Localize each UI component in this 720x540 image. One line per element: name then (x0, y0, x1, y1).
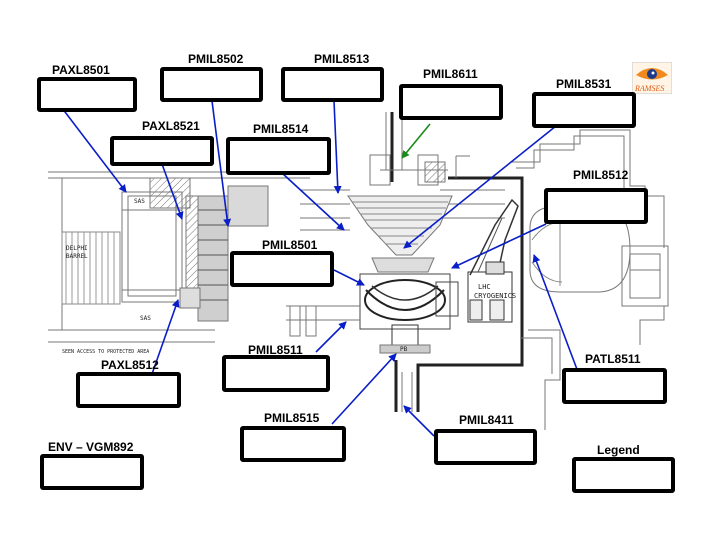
box-pmil8514[interactable] (226, 137, 331, 175)
arrow-pmil8411 (403, 405, 435, 437)
left-access-zone (48, 171, 310, 343)
arrow-pmil8512 (451, 223, 547, 269)
box-pmil8513[interactable] (281, 67, 384, 102)
logo-text: RAMSES (634, 84, 664, 93)
label-pmil8513: PMIL8513 (314, 52, 370, 66)
label-pmil8512: PMIL8512 (573, 168, 629, 182)
shaft-outline (380, 112, 470, 412)
label-pmil8411: PMIL8411 (459, 413, 514, 427)
arrow-paxl8512 (151, 299, 180, 375)
delphi-label: DELPHI (66, 245, 88, 252)
arrow-pmil8515 (331, 353, 397, 425)
label-env-vgm892: ENV – VGM892 (48, 440, 134, 454)
label-pmil8514: PMIL8514 (253, 122, 309, 136)
box-pmil8531[interactable] (532, 92, 636, 128)
arrow-pmil8511 (315, 321, 347, 353)
lhc-cryogenics-block (467, 198, 519, 323)
box-env-vgm892[interactable] (40, 454, 144, 490)
label-pmil8502: PMIL8502 (188, 52, 244, 66)
box-pmil8502[interactable] (160, 67, 263, 102)
arrow-pmil8501 (333, 269, 365, 286)
sas-bottom-label: SAS (140, 315, 151, 322)
arrow-pmil8502 (211, 100, 232, 227)
box-legend[interactable] (572, 457, 675, 493)
arrow-paxl8521 (161, 163, 184, 220)
label-paxl8501: PAXL8501 (52, 63, 110, 77)
box-pmil8611[interactable] (399, 84, 503, 120)
ramses-logo: RAMSES (631, 61, 673, 95)
box-patl8511[interactable] (562, 368, 667, 404)
eye-icon: RAMSES (631, 61, 673, 95)
sas-top-label: SAS (134, 198, 145, 205)
arrow-patl8511 (532, 254, 579, 373)
label-paxl8512: PAXL8512 (101, 358, 159, 372)
box-pmil8512[interactable] (544, 188, 648, 224)
pointer-arrows (61, 100, 579, 437)
cryogenics-label: CRYOGENICS (474, 292, 516, 300)
box-paxl8501[interactable] (37, 77, 137, 112)
arrow-pmil8611 (401, 123, 431, 159)
arrow-pmil8531 (403, 125, 557, 249)
label-pmil8511: PMIL8511 (248, 343, 303, 357)
box-pmil8501[interactable] (230, 251, 334, 287)
label-pmil8611: PMIL8611 (423, 67, 478, 81)
lhc-label: LHC (478, 283, 491, 291)
pb-label: PB (400, 346, 408, 353)
arrow-pmil8514 (281, 172, 345, 231)
barrel-label: BARREL (66, 253, 88, 260)
box-paxl8521[interactable] (110, 136, 214, 166)
label-pmil8515: PMIL8515 (264, 411, 320, 425)
box-paxl8512[interactable] (76, 372, 181, 408)
box-pmil8511[interactable] (222, 355, 330, 392)
label-pmil8531: PMIL8531 (556, 77, 612, 91)
arrow-paxl8501 (61, 107, 127, 193)
label-legend: Legend (597, 443, 640, 457)
label-patl8511: PATL8511 (585, 352, 641, 366)
arrow-pmil8513 (333, 100, 342, 194)
central-structure (286, 154, 505, 354)
box-pmil8411[interactable] (434, 429, 537, 465)
label-paxl8521: PAXL8521 (142, 119, 200, 133)
access-note: SEEN ACCESS TO PROTECTED AREA (62, 349, 149, 355)
label-pmil8501: PMIL8501 (262, 238, 318, 252)
box-pmil8515[interactable] (240, 426, 346, 462)
